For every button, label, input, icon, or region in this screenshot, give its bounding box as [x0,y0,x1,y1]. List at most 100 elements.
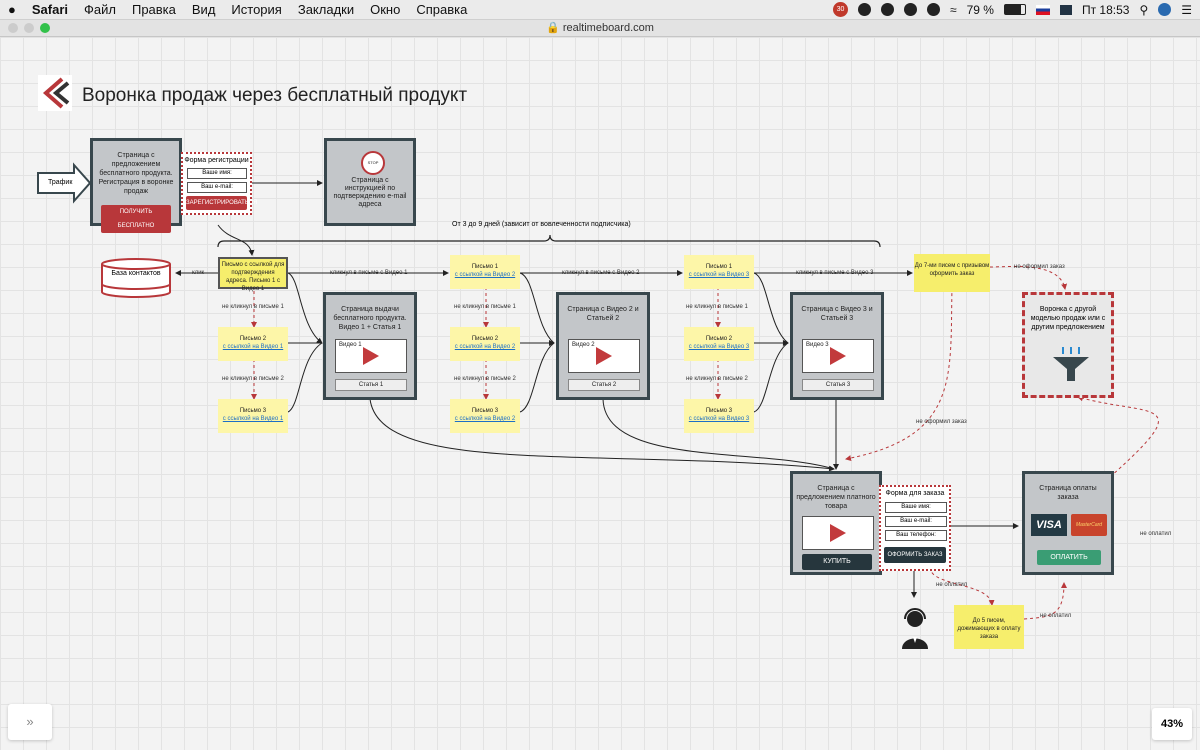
chain3-letter1[interactable]: Письмо 1 с ссылкой на Видео 3 [684,255,754,289]
order-phone-field[interactable]: Ваш телефон: [885,530,947,541]
chain3-letter2-link[interactable]: с ссылкой на Видео 3 [688,344,750,350]
user-icon[interactable] [1158,3,1172,16]
chain3-letter3[interactable]: Письмо 3 с ссылкой на Видео 3 [684,399,754,433]
address-bar[interactable]: 🔒 realtimeboard.com [0,21,1200,34]
flag-icon[interactable] [1035,4,1050,15]
not-paid-label-2: не оплатил [1040,613,1072,619]
chain3-letter1-title: Письмо 1 [705,264,733,270]
menu-edit[interactable]: Правка [131,2,176,17]
chain1-letter2[interactable]: Письмо 2 с ссылкой на Видео 1 [218,327,288,361]
no-order-label-2: не оформил заказ [916,419,967,425]
confirm-page[interactable]: STOP Страница с инструкцией по подтвержд… [324,138,416,226]
duration-label: От 3 до 9 дней (зависит от вовлеченности… [452,221,631,228]
other-funnel[interactable]: Воронка с другой моделью продаж или с др… [1022,292,1114,398]
free-product-page[interactable]: Страница выдачи бесплатного продукта. Ви… [323,292,417,400]
notification-center-icon[interactable]: ☰ [1181,2,1192,17]
not-paid-label-1: не оплатил [936,582,968,588]
article2-button[interactable]: Статья 2 [568,379,640,391]
battery-icon[interactable] [1003,4,1026,15]
clicked-video3-label: кликнул в письме с Видео 3 [796,270,874,276]
keyboard-icon[interactable] [1059,4,1072,15]
chain1-letter2-link[interactable]: с ссылкой на Видео 1 [222,344,284,350]
stop-icon: STOP [361,151,385,175]
spotlight-icon[interactable]: ⚲ [1139,2,1149,17]
play-icon[interactable] [830,347,846,365]
tool-icon[interactable] [927,3,940,16]
play-icon[interactable] [830,524,846,542]
reg-email-field[interactable]: Ваш e-mail: [187,182,247,193]
promo-letters-sticky[interactable]: До 7-ми писем с призывом оформить заказ [914,254,990,292]
chain1-letter3[interactable]: Письмо 3 с ссылкой на Видео 1 [218,399,288,433]
order-name-field[interactable]: Ваше имя: [885,502,947,513]
sync-icon[interactable] [881,3,894,16]
chain1-not-clicked-1: не кликнул в письме 1 [222,304,284,310]
notification-badge-icon[interactable]: 30 [833,2,848,17]
support-person-icon [900,607,930,649]
play-icon[interactable] [596,347,612,365]
chain2-letter2-link[interactable]: с ссылкой на Видео 2 [454,344,516,350]
app-status-icon[interactable] [858,3,871,16]
contacts-label: База контактов [111,270,161,277]
menu-bookmarks[interactable]: Закладки [297,2,355,17]
zoom-window-icon[interactable] [40,23,50,33]
apple-icon[interactable]: ● [8,2,16,17]
chain3-letter3-link[interactable]: с ссылкой на Видео 3 [688,416,750,422]
video3-player[interactable]: Видео 3 [802,339,874,373]
expand-panel-button[interactable]: » [8,704,52,740]
chain2-letter2[interactable]: Письмо 2 с ссылкой на Видео 2 [450,327,520,361]
paid-page-text: Страница с предложением платного товара [793,474,879,511]
traffic-label: Трафик [48,179,73,186]
clock[interactable]: Пт 18:53 [1081,2,1130,17]
get-free-button[interactable]: ПОЛУЧИТЬ БЕСПЛАТНО [101,205,171,233]
contacts-db[interactable]: База контактов [100,258,172,298]
register-button[interactable]: ЗАРЕГИСТРИРОВАТЬСЯ [186,196,257,210]
video1-player[interactable]: Видео 1 [335,339,407,373]
pay-button[interactable]: ОПЛАТИТЬ [1037,550,1101,565]
registration-form[interactable]: Форма регистрации Ваше имя: Ваш e-mail: … [181,152,257,215]
chain2-letter1-link[interactable]: с ссылкой на Видео 2 [454,272,516,278]
evernote-icon[interactable] [904,3,917,16]
zoom-level[interactable]: 43% [1152,708,1192,740]
offer-page[interactable]: Страница с предложением бесплатного прод… [90,138,182,233]
chain2-letter3-link[interactable]: с ссылкой на Видео 2 [454,416,516,422]
paid-video-player[interactable] [802,516,874,550]
order-form[interactable]: Форма для заказа Ваше имя: Ваш e-mail: В… [879,485,951,571]
chain1-letter3-link[interactable]: с ссылкой на Видео 1 [222,416,284,422]
menu-app[interactable]: Safari [31,2,68,17]
minimize-window-icon[interactable] [24,23,34,33]
video2-player[interactable]: Видео 2 [568,339,640,373]
lock-icon: 🔒 [546,22,560,34]
menu-window[interactable]: Окно [370,2,401,17]
menu-view[interactable]: Вид [191,2,216,17]
click-label: клик [192,270,205,276]
chain2-letter2-title: Письмо 2 [471,336,499,342]
menu-file[interactable]: Файл [84,2,116,17]
order-email-field[interactable]: Ваш e-mail: [885,516,947,527]
chain2-letter1[interactable]: Письмо 1 с ссылкой на Видео 2 [450,255,520,289]
buy-button[interactable]: КУПИТЬ [802,554,872,570]
chain3-letter1-link[interactable]: с ссылкой на Видео 3 [688,272,750,278]
reg-name-field[interactable]: Ваше имя: [187,168,247,179]
menu-history[interactable]: История [231,2,282,17]
not-paid-label-3: не оплатил [1140,531,1172,537]
video3-page[interactable]: Страница с Видео 3 и Статьей 3 Видео 3 С… [790,292,884,400]
mastercard-icon: MasterCard [1071,514,1107,536]
place-order-button[interactable]: ОФОРМИТЬ ЗАКАЗ [884,547,946,563]
video2-page[interactable]: Страница с Видео 2 и Статьей 2 Видео 2 С… [556,292,650,400]
wifi-icon[interactable]: ≈ [950,2,957,17]
followup-letters-sticky[interactable]: До 5 писем, дожимающих в оплату заказа [954,605,1024,649]
payment-page[interactable]: Страница оплаты заказа VISA MasterCard О… [1022,471,1114,575]
play-icon[interactable] [363,347,379,365]
battery-percent: 79 % [966,2,994,17]
chain2-letter3[interactable]: Письмо 3 с ссылкой на Видео 2 [450,399,520,433]
chain3-letter2-title: Письмо 2 [705,336,733,342]
chain1-letter3-title: Письмо 3 [239,408,267,414]
paid-product-page[interactable]: Страница с предложением платного товара … [790,471,882,575]
menu-help[interactable]: Справка [416,2,468,17]
board-canvas[interactable]: Воронка продаж через бесплатный продукт … [0,37,1200,750]
close-window-icon[interactable] [8,23,18,33]
chain3-letter2[interactable]: Письмо 2 с ссылкой на Видео 3 [684,327,754,361]
confirm-letter-sticky[interactable]: Письмо с ссылкой для подтверждения адрес… [218,257,288,292]
article1-button[interactable]: Статья 1 [335,379,407,391]
article3-button[interactable]: Статья 3 [802,379,874,391]
